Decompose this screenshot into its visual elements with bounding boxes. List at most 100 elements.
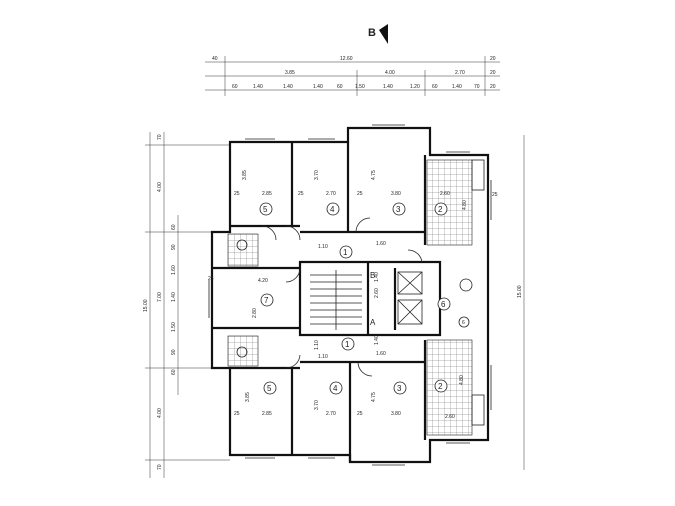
svg-text:4.80: 4.80: [459, 375, 465, 385]
svg-text:1.10: 1.10: [318, 354, 328, 360]
svg-text:3.70: 3.70: [314, 170, 320, 180]
svg-text:1.40: 1.40: [383, 84, 393, 90]
svg-text:7: 7: [264, 296, 269, 305]
top-dims-row2: 3.85 4.00 2.70 20: [285, 70, 496, 76]
core-dim-mid: 2.60: [374, 288, 380, 298]
svg-text:60: 60: [171, 224, 177, 230]
kitchen-lower-tiles: [426, 339, 473, 436]
elevator-shaft: [397, 271, 423, 325]
svg-text:3: 3: [396, 205, 401, 214]
svg-text:4: 4: [330, 205, 335, 214]
svg-text:2.70: 2.70: [455, 70, 465, 76]
svg-text:1.40: 1.40: [452, 84, 462, 90]
svg-text:25: 25: [234, 191, 240, 197]
svg-text:6: 6: [441, 300, 446, 309]
svg-text:1.60: 1.60: [376, 241, 386, 247]
svg-text:3.80: 3.80: [391, 191, 401, 197]
room-upper-2: 2 2.60 4.80: [434, 191, 468, 216]
svg-text:60: 60: [232, 84, 238, 90]
right-overall-dim: 15.00: [517, 285, 523, 298]
svg-text:7.00: 7.00: [157, 292, 163, 302]
top-dims-row1: 40 12.60 20: [212, 56, 496, 62]
bath-lower-tiles: [227, 335, 259, 367]
svg-text:25: 25: [208, 276, 214, 282]
svg-text:1.20: 1.20: [410, 84, 420, 90]
svg-text:1: 1: [343, 248, 348, 257]
top-dims-row3: 60 1.40 1.40 1.40 60 1.50 1.40 1.20 60 1…: [232, 84, 496, 90]
stair-label-b: B: [370, 271, 375, 280]
right-top-dim: 25: [492, 192, 498, 198]
svg-text:20: 20: [490, 56, 496, 62]
stair-treads: [310, 270, 362, 330]
svg-text:25: 25: [357, 411, 363, 417]
svg-text:2.60: 2.60: [445, 414, 455, 420]
misc-dims: 25 25 25 1.10 1.60 25 1.60 1.10 25 25: [208, 191, 386, 417]
room-upper-3: 3 3.80 4.75: [371, 170, 406, 216]
svg-text:1.50: 1.50: [355, 84, 365, 90]
svg-text:40: 40: [212, 56, 218, 62]
bath-6: 6: [437, 297, 451, 311]
svg-text:70: 70: [474, 84, 480, 90]
stair-label-a: A: [370, 318, 376, 327]
svg-text:3.85: 3.85: [245, 392, 251, 402]
svg-text:2.70: 2.70: [326, 191, 336, 197]
svg-text:4.00: 4.00: [157, 182, 163, 192]
hall-lower-1: 1: [341, 337, 355, 351]
svg-text:3.85: 3.85: [285, 70, 295, 76]
room-living-7: 7 4.20 2.80: [252, 278, 274, 318]
svg-text:3.70: 3.70: [314, 400, 320, 410]
svg-text:2.80: 2.80: [252, 308, 258, 318]
svg-text:25: 25: [234, 411, 240, 417]
top-dimension-lines: [205, 56, 500, 96]
svg-text:4.00: 4.00: [385, 70, 395, 76]
hall-upper-1: 1: [339, 245, 353, 259]
svg-text:20: 20: [490, 70, 496, 76]
svg-text:2.60: 2.60: [440, 191, 450, 197]
svg-text:1.60: 1.60: [171, 265, 177, 275]
door-swings: [261, 217, 423, 377]
window-marks: [208, 124, 492, 466]
svg-text:3: 3: [397, 384, 402, 393]
svg-text:4.00: 4.00: [157, 408, 163, 418]
svg-text:70: 70: [157, 134, 163, 140]
core-dim-up: 1.40: [374, 272, 380, 282]
section-arrow-icon: [379, 24, 388, 44]
core-landing-dim: 1.10: [314, 340, 320, 350]
svg-text:6: 6: [462, 320, 465, 326]
room-upper-5: 5 2.85 3.85: [242, 170, 273, 216]
svg-text:4.75: 4.75: [371, 170, 377, 180]
room-lower-5: 5 2.85 3.85: [245, 381, 277, 417]
svg-text:90: 90: [171, 349, 177, 355]
svg-text:90: 90: [171, 244, 177, 250]
svg-text:3.85: 3.85: [242, 170, 248, 180]
left-outer-dims: 70 4.00 7.00 4.00 70: [157, 134, 163, 470]
left-overall-dim: 15.00: [143, 299, 149, 312]
room-upper-4: 4 2.70 3.70: [314, 170, 340, 216]
building-walls: [210, 126, 490, 464]
svg-text:25: 25: [298, 191, 304, 197]
svg-text:1.40: 1.40: [253, 84, 263, 90]
svg-text:2.85: 2.85: [262, 411, 272, 417]
svg-text:1.50: 1.50: [171, 322, 177, 332]
svg-text:4.20: 4.20: [258, 278, 268, 284]
svg-text:1.60: 1.60: [376, 351, 386, 357]
svg-text:12.60: 12.60: [340, 56, 353, 62]
svg-text:60: 60: [171, 369, 177, 375]
core-dim-low: 1.40: [374, 335, 380, 345]
svg-text:20: 20: [490, 84, 496, 90]
svg-text:70: 70: [157, 464, 163, 470]
svg-text:3.80: 3.80: [391, 411, 401, 417]
room-lower-3: 3 3.80 4.75: [371, 381, 407, 417]
svg-text:4.75: 4.75: [371, 392, 377, 402]
svg-text:1.40: 1.40: [171, 292, 177, 302]
kitchen-upper-tiles: [426, 159, 473, 246]
svg-text:60: 60: [432, 84, 438, 90]
svg-text:2: 2: [438, 382, 443, 391]
svg-text:5: 5: [267, 384, 272, 393]
svg-text:2.70: 2.70: [326, 411, 336, 417]
svg-text:4: 4: [333, 384, 338, 393]
svg-text:25: 25: [357, 191, 363, 197]
svg-text:2.85: 2.85: [262, 191, 272, 197]
svg-text:1.40: 1.40: [313, 84, 323, 90]
